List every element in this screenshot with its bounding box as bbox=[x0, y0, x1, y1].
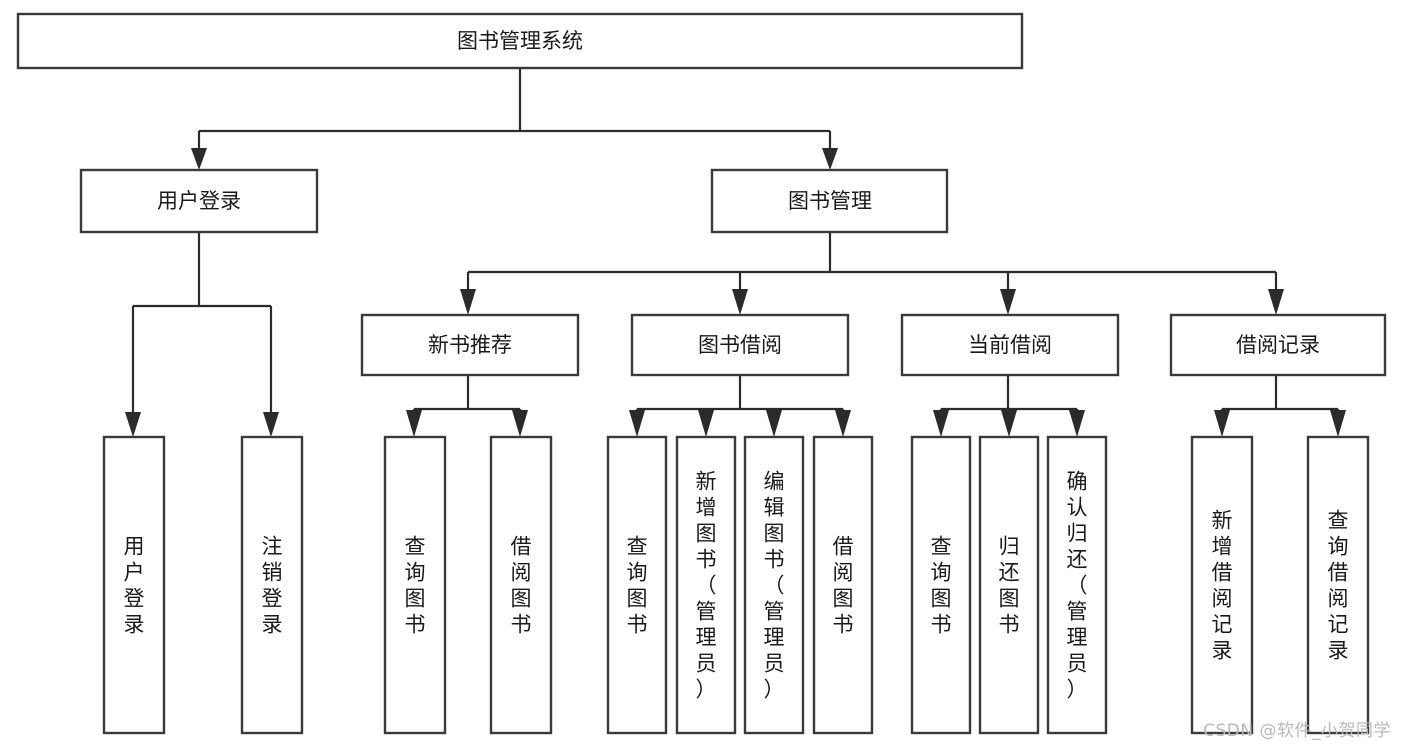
book-management-label: 图书管理 bbox=[788, 189, 872, 213]
leaf-query-book-3-label: 查询图书 bbox=[931, 534, 952, 636]
book-management-box[interactable] bbox=[710, 168, 949, 234]
borrow-record-label: 借阅记录 bbox=[1236, 333, 1320, 357]
node-leaf-user-login[interactable]: 用户登录 bbox=[102, 435, 166, 735]
leaf-borrow-book-2-label: 借阅图书 bbox=[833, 534, 854, 636]
leaf-add-borrow-record-box[interactable] bbox=[1190, 435, 1254, 735]
connectors-layer bbox=[125, 68, 1346, 437]
current-borrow-box[interactable] bbox=[900, 313, 1120, 377]
leaf-borrow-book-2-box[interactable] bbox=[812, 435, 874, 735]
arrow-head-leaf-borrow-book-2 bbox=[835, 410, 851, 437]
node-book-borrow[interactable]: 图书借阅 bbox=[630, 313, 850, 377]
node-user-login[interactable]: 用户登录 bbox=[79, 168, 319, 234]
arrow-head-leaf-confirm-return bbox=[1069, 410, 1085, 437]
node-borrow-record[interactable]: 借阅记录 bbox=[1169, 313, 1387, 377]
node-book-management[interactable]: 图书管理 bbox=[710, 168, 949, 234]
new-book-recommend-label: 新书推荐 bbox=[428, 333, 512, 357]
node-leaf-edit-book[interactable]: 编辑图书（管理员） bbox=[743, 435, 805, 735]
arrow-head-leaf-user-login bbox=[125, 412, 141, 437]
node-leaf-query-book-1[interactable]: 查询图书 bbox=[383, 435, 447, 735]
leaf-nodes-layer: 用户登录 注销登录 查询图书 借阅图书 查询图书 新增图书（管理员） bbox=[102, 435, 1370, 735]
leaf-edit-book-box[interactable] bbox=[743, 435, 805, 735]
leaf-query-book-1-box[interactable] bbox=[383, 435, 447, 735]
leaf-edit-book-label: 编辑图书（管理员） bbox=[764, 469, 785, 701]
leaf-return-book-label: 归还图书 bbox=[999, 534, 1020, 636]
leaf-query-borrow-record-label: 查询借阅记录 bbox=[1328, 508, 1349, 662]
book-borrow-box[interactable] bbox=[630, 313, 850, 377]
leaf-query-borrow-record-box[interactable] bbox=[1306, 435, 1370, 735]
node-current-borrow[interactable]: 当前借阅 bbox=[900, 313, 1120, 377]
leaf-query-book-2-box[interactable] bbox=[606, 435, 668, 735]
arrow-head-user-login bbox=[191, 148, 207, 170]
leaf-add-book-box[interactable] bbox=[675, 435, 737, 735]
new-book-recommend-box[interactable] bbox=[360, 313, 580, 377]
leaf-return-book-box[interactable] bbox=[978, 435, 1040, 735]
arrow-head-leaf-add-borrow-record bbox=[1214, 410, 1230, 437]
leaf-user-login-box[interactable] bbox=[102, 435, 166, 735]
node-leaf-borrow-book-2[interactable]: 借阅图书 bbox=[812, 435, 874, 735]
node-leaf-return-book[interactable]: 归还图书 bbox=[978, 435, 1040, 735]
node-leaf-query-book-3[interactable]: 查询图书 bbox=[910, 435, 972, 735]
leaf-query-book-1-label: 查询图书 bbox=[405, 534, 426, 636]
leaf-borrow-book-1-label: 借阅图书 bbox=[511, 534, 532, 636]
arrow-head-book-management bbox=[822, 148, 838, 170]
book-borrow-label: 图书借阅 bbox=[698, 333, 782, 357]
leaf-borrow-book-1-box[interactable] bbox=[489, 435, 553, 735]
current-borrow-label: 当前借阅 bbox=[968, 333, 1052, 357]
arrow-head-borrow-record bbox=[1268, 289, 1284, 315]
node-leaf-query-borrow-record[interactable]: 查询借阅记录 bbox=[1306, 435, 1370, 735]
user-login-label: 用户登录 bbox=[157, 189, 241, 213]
root-box[interactable] bbox=[16, 12, 1024, 70]
node-root[interactable]: 图书管理系统 bbox=[16, 12, 1024, 70]
arrow-head-leaf-logout-login bbox=[263, 412, 279, 437]
arrow-head-new-book-recommend bbox=[460, 289, 476, 315]
node-leaf-add-book[interactable]: 新增图书（管理员） bbox=[675, 435, 737, 735]
leaf-add-borrow-record-label: 新增借阅记录 bbox=[1212, 508, 1233, 662]
leaf-confirm-return-label: 确认归还（管理员） bbox=[1067, 469, 1088, 701]
arrow-head-leaf-query-book-3 bbox=[933, 410, 949, 437]
root-label: 图书管理系统 bbox=[457, 29, 583, 53]
leaf-query-book-3-box[interactable] bbox=[910, 435, 972, 735]
arrow-head-leaf-add-book bbox=[698, 410, 714, 437]
leaf-add-book-label: 新增图书（管理员） bbox=[696, 469, 717, 701]
node-leaf-add-borrow-record[interactable]: 新增借阅记录 bbox=[1190, 435, 1254, 735]
leaf-user-login-label: 用户登录 bbox=[124, 534, 145, 636]
leaf-logout-login-label: 注销登录 bbox=[262, 534, 283, 636]
arrow-head-leaf-borrow-book-1 bbox=[512, 410, 528, 437]
node-leaf-borrow-book-1[interactable]: 借阅图书 bbox=[489, 435, 553, 735]
arrow-head-leaf-query-book-1 bbox=[406, 410, 422, 437]
user-login-box[interactable] bbox=[79, 168, 319, 234]
arrow-head-leaf-return-book bbox=[1001, 410, 1017, 437]
leaf-logout-login-box[interactable] bbox=[240, 435, 304, 735]
node-leaf-confirm-return[interactable]: 确认归还（管理员） bbox=[1046, 435, 1108, 735]
leaf-confirm-return-box[interactable] bbox=[1046, 435, 1108, 735]
arrow-head-leaf-query-book-2 bbox=[629, 410, 645, 437]
arrow-head-leaf-query-borrow-record bbox=[1330, 410, 1346, 437]
arrow-head-current-borrow bbox=[1000, 289, 1016, 315]
leaf-query-book-2-label: 查询图书 bbox=[627, 534, 648, 636]
csdn-watermark: CSDN @软件_小贺同学 bbox=[1203, 721, 1391, 741]
arrow-head-book-borrow bbox=[732, 289, 748, 315]
node-leaf-logout-login[interactable]: 注销登录 bbox=[240, 435, 304, 735]
node-leaf-query-book-2[interactable]: 查询图书 bbox=[606, 435, 668, 735]
arrow-head-leaf-edit-book bbox=[766, 410, 782, 437]
borrow-record-box[interactable] bbox=[1169, 313, 1387, 377]
node-new-book-recommend[interactable]: 新书推荐 bbox=[360, 313, 580, 377]
